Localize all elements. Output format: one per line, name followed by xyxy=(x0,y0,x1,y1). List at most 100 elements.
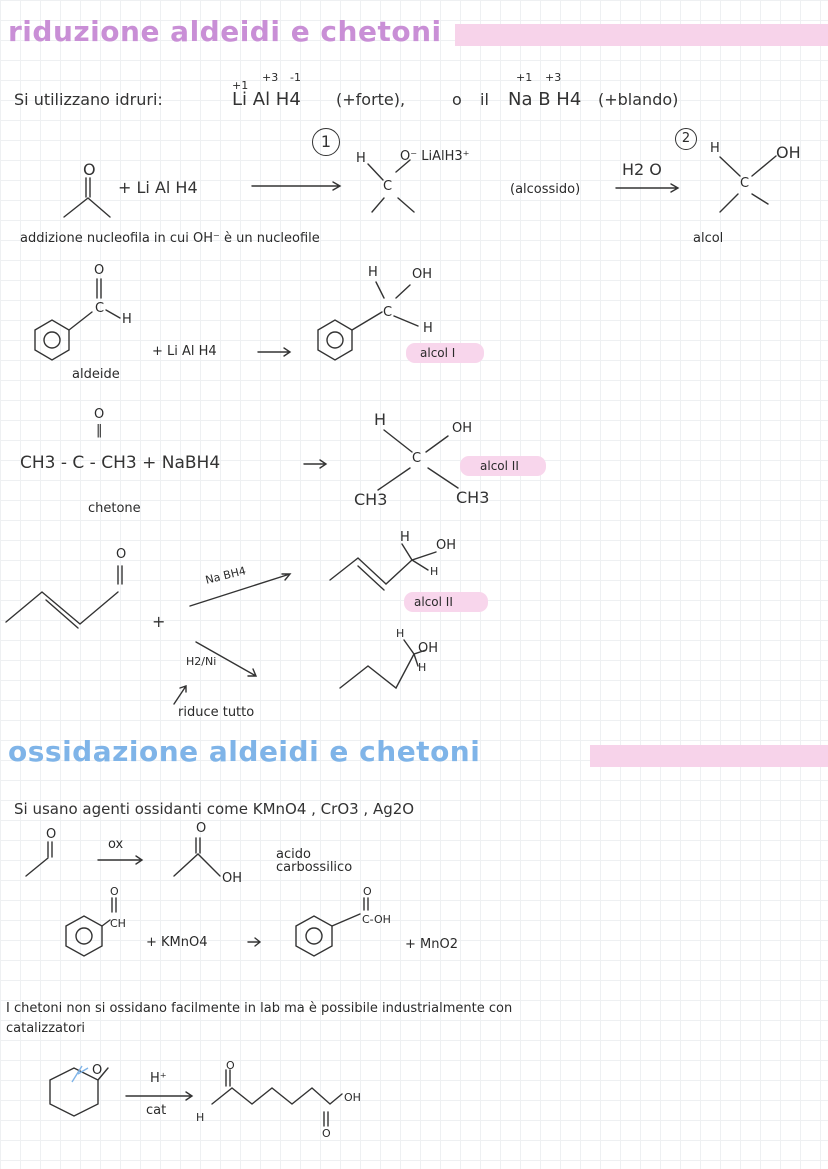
alcol-ii-label: alcol II xyxy=(480,459,519,473)
alcol-ii-label-2: alcol II xyxy=(414,595,453,609)
ox1-ox: ox xyxy=(108,837,124,852)
r4-arrow-h2ni xyxy=(195,641,258,677)
il-word: il xyxy=(480,90,489,109)
ox2-o2: O xyxy=(363,885,372,898)
r1-reagent: + Li Al H4 xyxy=(118,178,198,197)
r4-reagent-h2ni: H2/Ni xyxy=(186,655,217,668)
r1-intermediate-h: H xyxy=(356,151,366,166)
ox1-o1: O xyxy=(46,827,57,842)
benzaldehyde-structure xyxy=(34,278,121,361)
r2-product-oh: OH xyxy=(412,267,433,282)
alcol-ii-highlight xyxy=(460,456,546,476)
ox1-label: acido carbossilico xyxy=(276,847,353,875)
r3-product-structure xyxy=(377,429,459,491)
r2-reagent: + Li Al H4 xyxy=(152,344,217,359)
r4-bottom-h: H xyxy=(396,627,405,640)
ox2-byproduct: + MnO2 xyxy=(405,937,458,952)
ox1-o2: O xyxy=(196,821,207,836)
r4-bottom-product-structure xyxy=(339,639,427,690)
r1-product-oh: OH xyxy=(776,143,801,162)
ox2-arrow xyxy=(247,937,262,947)
r4-top-h2: H xyxy=(430,565,439,578)
lialh4-formula: Li Al H4 xyxy=(232,89,301,110)
r2-product-c: C xyxy=(383,305,393,320)
mild-label: (+blando) xyxy=(598,90,679,109)
ox-li: +1 xyxy=(232,79,249,92)
r4-top-oh: OH xyxy=(436,538,457,553)
ox-b: +3 xyxy=(545,71,562,84)
r3-arrow xyxy=(303,459,328,469)
r3-product-ch3-right: CH3 xyxy=(456,488,490,507)
r4-bottom-h2: H xyxy=(418,661,427,674)
ox3-o-chain: O xyxy=(226,1059,235,1072)
r4-top-product-structure xyxy=(329,543,437,591)
ox3-oh-chain: OH xyxy=(344,1091,361,1104)
cyclohexanone-structure xyxy=(49,1065,109,1117)
title-highlight-bar xyxy=(455,24,828,46)
ox1-oh: OH xyxy=(222,871,243,886)
step-1-badge: 1 xyxy=(312,128,340,156)
ketone-note-line-2: catalizzatori xyxy=(6,1021,86,1036)
step-2-badge: 2 xyxy=(675,128,697,150)
intro-text: Si utilizzano idruri: xyxy=(14,90,163,109)
r4-top-h: H xyxy=(400,530,410,545)
r4-arrow-nabh4 xyxy=(189,573,292,607)
r3-double-bond: ‖ xyxy=(96,423,103,438)
step-1-number: 1 xyxy=(320,132,332,151)
alcol-i-label: alcol I xyxy=(420,346,456,360)
ox3-o-bottom: O xyxy=(322,1127,331,1140)
reduces-all-note: riduce tutto xyxy=(178,705,255,720)
ox-al: +3 xyxy=(262,71,279,84)
ox2-ch: CH xyxy=(110,917,126,930)
ox2-benzaldehyde-structure xyxy=(65,897,117,957)
oxidizing-agents-text: Si usano agenti ossidanti come KMnO4 , C… xyxy=(14,800,415,818)
section-title-ossidazione: ossidazione aldeidi e chetoni xyxy=(8,735,481,768)
ox1-aldehyde-structure xyxy=(25,841,53,877)
ox3-o-ring: O xyxy=(92,1063,103,1078)
r2-aldehyde-c: C xyxy=(95,301,105,316)
r1-product-c: C xyxy=(740,176,750,191)
strong-label: (+forte), xyxy=(336,90,406,109)
alcol-i-highlight xyxy=(406,343,484,363)
ox3-cat: cat xyxy=(146,1103,167,1118)
nabh4-formula: Na B H4 xyxy=(508,89,582,110)
r3-product-h: H xyxy=(374,410,387,429)
r1-arrow xyxy=(251,181,342,191)
ketone-note-line-1: I chetoni non si ossidano facilmente in … xyxy=(6,1001,513,1016)
water-arrow xyxy=(615,183,680,193)
r3-ketone-o: O xyxy=(94,407,105,422)
ox3-h-chain: H xyxy=(196,1111,205,1124)
enal-structure xyxy=(5,565,123,629)
ox3-arrow xyxy=(125,1091,194,1101)
ox2-coh: C-OH xyxy=(362,913,391,926)
adipic-chain-structure xyxy=(211,1069,343,1127)
r4-enal-o: O xyxy=(116,547,127,562)
r2-aldehyde-o: O xyxy=(94,263,105,278)
reduces-all-pointer xyxy=(173,685,187,705)
r1-intermediate-group: O⁻ LiAlH3⁺ xyxy=(400,149,470,164)
r2-arrow xyxy=(257,347,292,357)
ox2-o1: O xyxy=(110,885,119,898)
r1-intermediate-structure xyxy=(367,159,415,213)
alkoxide-label: (alcossido) xyxy=(510,182,581,197)
r1-product-h: H xyxy=(710,141,720,156)
water-reagent: H2 O xyxy=(622,160,662,179)
aldehyde-label: aldeide xyxy=(72,367,120,382)
r1-intermediate-c: C xyxy=(383,179,393,194)
ketone-label: chetone xyxy=(88,501,141,516)
alcol-ii-highlight-2 xyxy=(404,592,488,612)
r2-product-h2: H xyxy=(423,321,433,336)
title-highlight-bar-2 xyxy=(590,745,828,767)
r3-product-oh: OH xyxy=(452,421,473,436)
section-title-riduzione: riduzione aldeidi e chetoni xyxy=(8,15,442,48)
r1-product-label: alcol xyxy=(693,231,724,246)
ox3-h-plus: H⁺ xyxy=(150,1071,167,1086)
r3-ketone-formula: CH3 - C - CH3 + NaBH4 xyxy=(20,453,221,473)
nucleophilic-note: addizione nucleofila in cui OH⁻ è un nuc… xyxy=(20,231,320,246)
ox2-benzoic-acid-structure xyxy=(295,897,369,957)
ox1-arrow xyxy=(97,855,144,865)
r1-product-structure xyxy=(719,155,777,213)
step-2-number: 2 xyxy=(681,131,691,146)
